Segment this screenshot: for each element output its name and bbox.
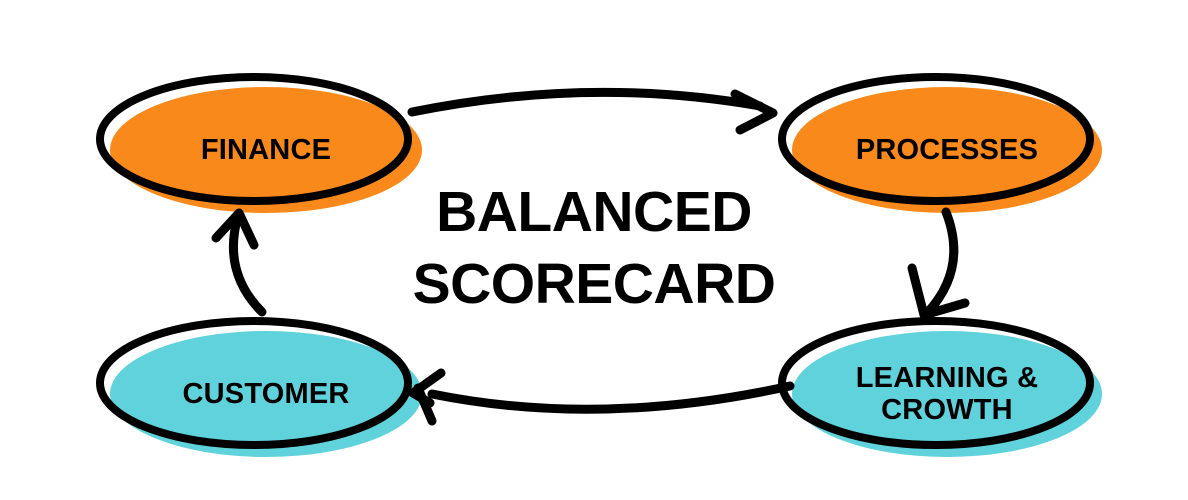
connector-customer-to-finance-arrowhead — [211, 208, 259, 250]
node-finance-fill — [110, 87, 422, 213]
node-learning-growth-fill — [792, 331, 1102, 457]
node-customer-fill — [110, 331, 422, 457]
connector-finance-to-processes-line — [407, 87, 765, 117]
node-processes-outline[interactable] — [778, 73, 1094, 205]
connector-customer-to-finance — [211, 208, 267, 317]
connector-finance-to-processes — [407, 87, 778, 135]
node-finance-outline[interactable] — [96, 73, 412, 205]
connector-learning-growth-to-customer-arrowhead-lower — [413, 383, 437, 426]
connector-processes-to-learning-growth — [907, 207, 970, 320]
connector-processes-to-learning-growth-arrowhead — [907, 263, 970, 320]
connector-finance-to-processes-arrowhead — [730, 89, 778, 135]
node-customer-outline[interactable] — [96, 317, 412, 449]
connector-processes-to-learning-growth-line — [923, 207, 959, 317]
connector-learning-growth-to-customer-line — [427, 381, 795, 414]
node-learning-growth-outline[interactable] — [778, 317, 1094, 449]
node-processes-fill — [792, 87, 1102, 213]
connector-customer-to-finance-line — [228, 211, 267, 317]
connector-learning-growth-to-customer — [408, 368, 795, 426]
